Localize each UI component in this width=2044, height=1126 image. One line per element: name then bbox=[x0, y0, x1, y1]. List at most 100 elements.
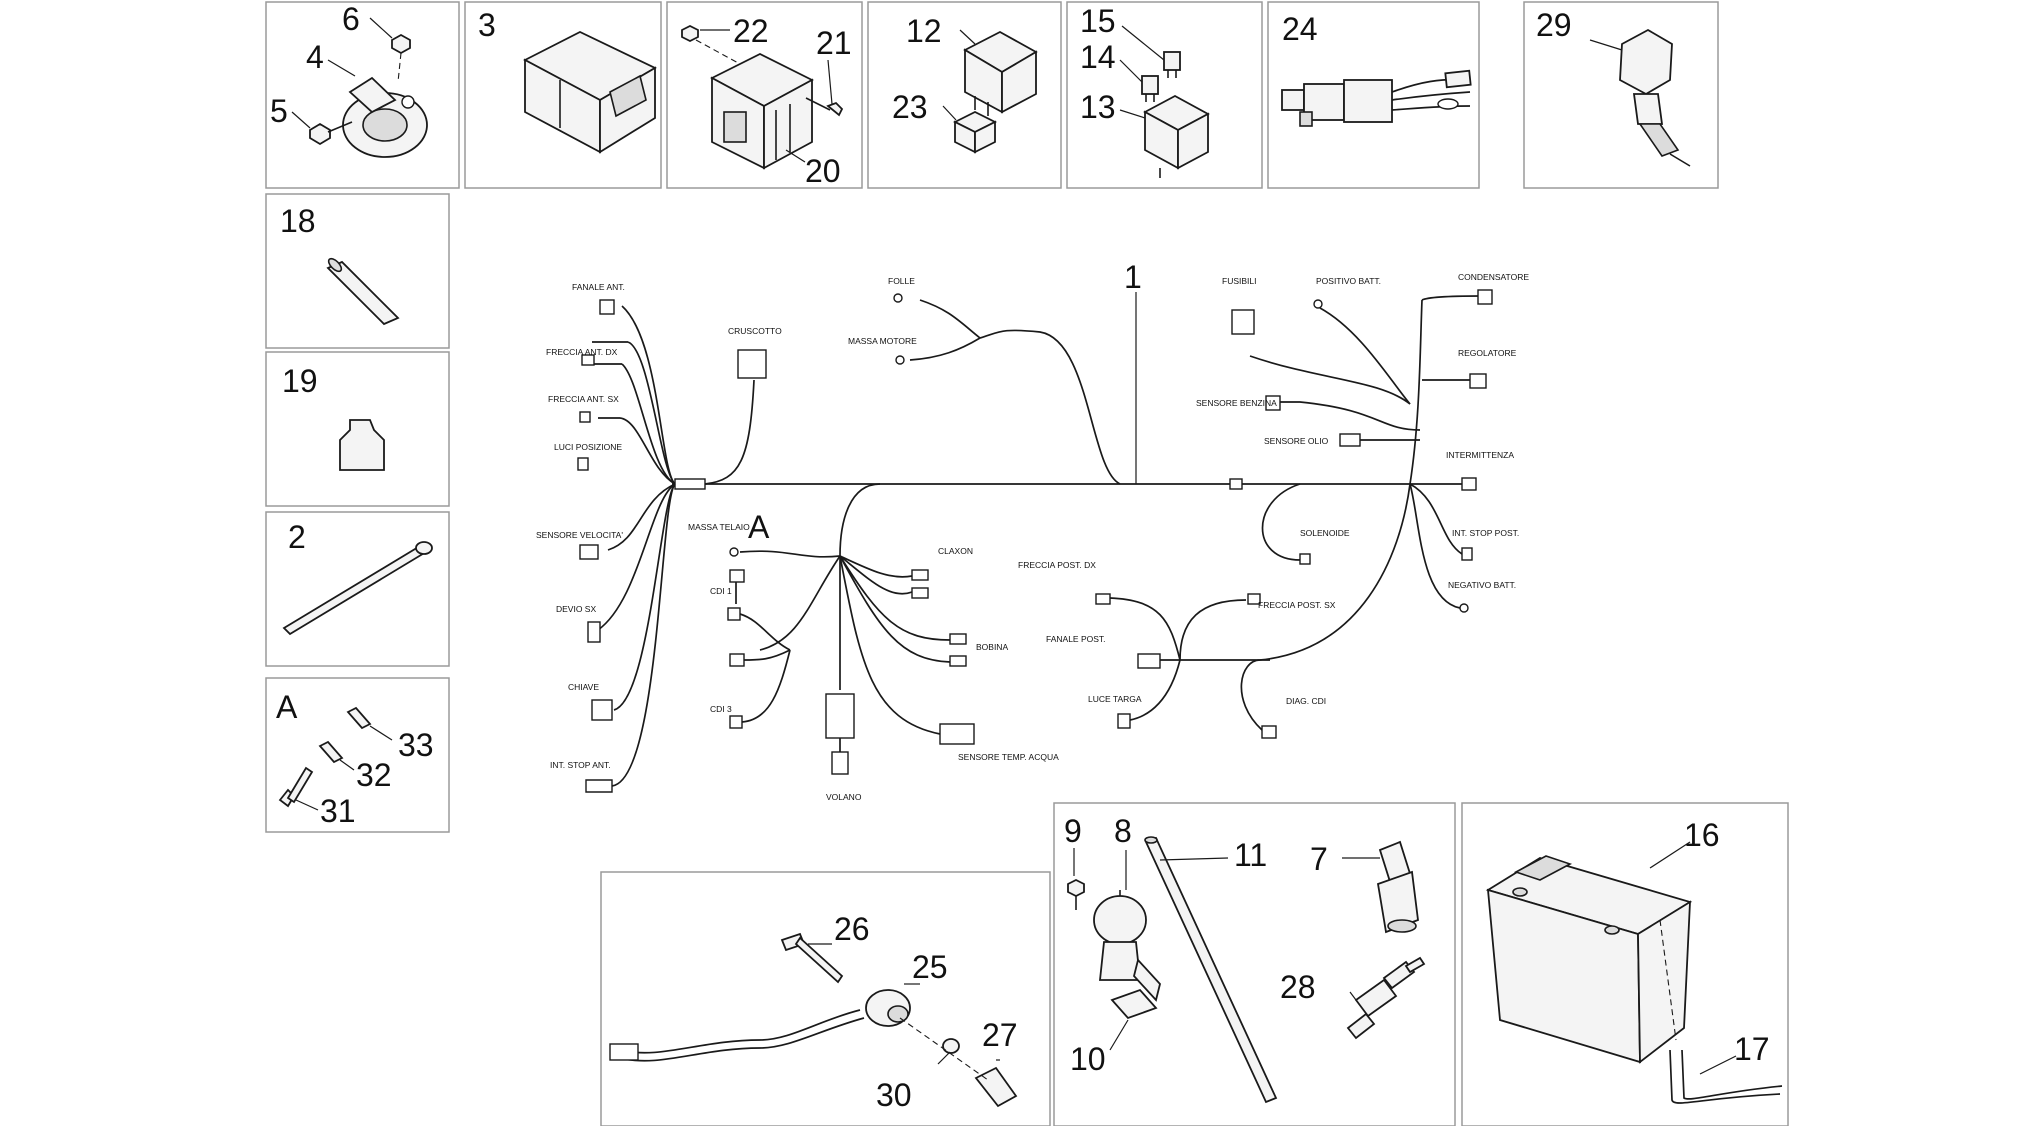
callout-11: 11 bbox=[1234, 837, 1267, 873]
callout-21: 21 bbox=[816, 25, 852, 61]
horn-part-4 bbox=[342, 76, 428, 158]
nut-part-22 bbox=[681, 24, 741, 65]
battery-part-16 bbox=[1485, 855, 1693, 1064]
label-folle: FOLLE bbox=[888, 276, 915, 286]
label-freccia-post-sx: FRECCIA POST. SX bbox=[1258, 600, 1336, 610]
label-fusibili: FUSIBILI bbox=[1222, 276, 1256, 286]
callout-16: 16 bbox=[1684, 817, 1720, 853]
label-devio-sx: DEVIO SX bbox=[556, 604, 596, 614]
leader-32 bbox=[339, 759, 355, 771]
label-massa-telaio: MASSA TELAIO bbox=[688, 522, 750, 532]
spark-cap-part-7 bbox=[1376, 840, 1419, 934]
callout-29: 29 bbox=[1536, 7, 1572, 43]
spacer-part-27 bbox=[974, 1066, 1018, 1108]
callout-9: 9 bbox=[1064, 813, 1082, 849]
pin-part-32 bbox=[318, 740, 344, 764]
fuse-part-14 bbox=[1141, 75, 1159, 102]
callout-4: 4 bbox=[306, 39, 324, 75]
rubber-part-23 bbox=[952, 110, 998, 154]
leader-14 bbox=[1119, 59, 1143, 83]
leader-21 bbox=[827, 59, 833, 105]
panel-tube-18 bbox=[265, 193, 450, 349]
leader-33 bbox=[369, 725, 393, 741]
callout-20: 20 bbox=[805, 153, 841, 189]
leader-5 bbox=[291, 111, 311, 129]
regulator-part-20 bbox=[710, 52, 814, 170]
callout-1: 1 bbox=[1124, 259, 1142, 295]
callout-18: 18 bbox=[280, 203, 316, 239]
callout-12: 12 bbox=[906, 13, 942, 49]
sensor-part-25 bbox=[609, 989, 911, 1062]
callout-A-harness: A bbox=[748, 509, 770, 545]
ignition-coil-part-8 bbox=[1093, 890, 1161, 1002]
axis-25 bbox=[899, 1017, 989, 1081]
fuse-part-15 bbox=[1163, 51, 1181, 78]
callout-A-kit: A bbox=[276, 689, 298, 725]
label-negativo-batt: NEGATIVO BATT. bbox=[1448, 580, 1516, 590]
callout-7: 7 bbox=[1310, 841, 1328, 877]
leader-17 bbox=[1699, 1055, 1737, 1075]
leader-30 bbox=[937, 1051, 951, 1065]
callout-28: 28 bbox=[1280, 969, 1316, 1005]
leader-6 bbox=[369, 17, 393, 39]
leader-13 bbox=[1119, 109, 1146, 119]
leader-29 bbox=[1589, 39, 1623, 51]
label-luce-targa: LUCE TARGA bbox=[1088, 694, 1142, 704]
callout-8: 8 bbox=[1114, 813, 1132, 849]
grease-part-19 bbox=[339, 419, 385, 471]
callout-31: 31 bbox=[320, 793, 356, 829]
callout-33: 33 bbox=[398, 727, 434, 763]
label-sensore-benzina: SENSORE BENZINA bbox=[1196, 398, 1277, 408]
label-diag-cdi: DIAG. CDI bbox=[1286, 696, 1326, 706]
label-intermittenza: INTERMITTENZA bbox=[1446, 450, 1514, 460]
label-int-stop-post: INT. STOP POST. bbox=[1452, 528, 1519, 538]
label-cruscotto: CRUSCOTTO bbox=[728, 326, 782, 336]
callout-27: 27 bbox=[982, 1017, 1018, 1053]
label-bobina: BOBINA bbox=[976, 642, 1008, 652]
leader-4 bbox=[327, 59, 356, 77]
label-fanale-ant: FANALE ANT. bbox=[572, 282, 625, 292]
fuse-holder-part-13 bbox=[1143, 94, 1210, 178]
relay-part-12 bbox=[963, 30, 1038, 116]
callout-19: 19 bbox=[282, 363, 318, 399]
callout-10: 10 bbox=[1070, 1041, 1106, 1077]
panel-sensor-25-26-27-30 bbox=[600, 871, 1051, 1126]
callout-32: 32 bbox=[356, 757, 392, 793]
callout-23: 23 bbox=[892, 89, 928, 125]
screw-part-31 bbox=[278, 766, 314, 808]
label-freccia-post-dx: FRECCIA POST. DX bbox=[1018, 560, 1096, 570]
label-fanale-post: FANALE POST. bbox=[1046, 634, 1106, 644]
callout-15: 15 bbox=[1080, 3, 1116, 39]
callout-26: 26 bbox=[834, 911, 870, 947]
callout-30: 30 bbox=[876, 1077, 912, 1113]
bracket-part-10 bbox=[1110, 988, 1158, 1020]
label-luci-posizione: LUCI POSIZIONE bbox=[554, 442, 622, 452]
callout-13: 13 bbox=[1080, 89, 1116, 125]
vent-tube-part-17 bbox=[1669, 1049, 1783, 1104]
tube-part-18 bbox=[326, 257, 400, 326]
cable-part-24 bbox=[1281, 69, 1472, 127]
callout-22: 22 bbox=[733, 13, 769, 49]
cable-part-11 bbox=[1144, 836, 1278, 1104]
nut-part-6 bbox=[391, 33, 411, 83]
sensor-part-29 bbox=[1619, 28, 1691, 167]
leader-31 bbox=[295, 799, 319, 811]
label-freccia-ant-dx: FRECCIA ANT. DX bbox=[546, 347, 618, 357]
callout-3: 3 bbox=[478, 7, 496, 43]
bolt-part-9 bbox=[1067, 878, 1085, 910]
leader-28 bbox=[1349, 991, 1357, 1001]
label-claxon: CLAXON bbox=[938, 546, 973, 556]
leader-12 bbox=[959, 29, 976, 45]
label-regolatore: REGOLATORE bbox=[1458, 348, 1517, 358]
callout-5: 5 bbox=[270, 93, 288, 129]
callout-25: 25 bbox=[912, 949, 948, 985]
leader-11 bbox=[1159, 857, 1229, 861]
axis-16-17 bbox=[1659, 919, 1677, 1041]
label-sensore-velocita: SENSORE VELOCITA' bbox=[536, 530, 623, 540]
label-sensore-temp-acqua: SENSORE TEMP. ACQUA bbox=[958, 752, 1059, 762]
screw-part-21 bbox=[805, 97, 844, 117]
label-cdi-1: CDI 1 bbox=[710, 586, 732, 596]
leader-23 bbox=[942, 105, 957, 121]
label-int-stop-ant: INT. STOP ANT. bbox=[550, 760, 611, 770]
